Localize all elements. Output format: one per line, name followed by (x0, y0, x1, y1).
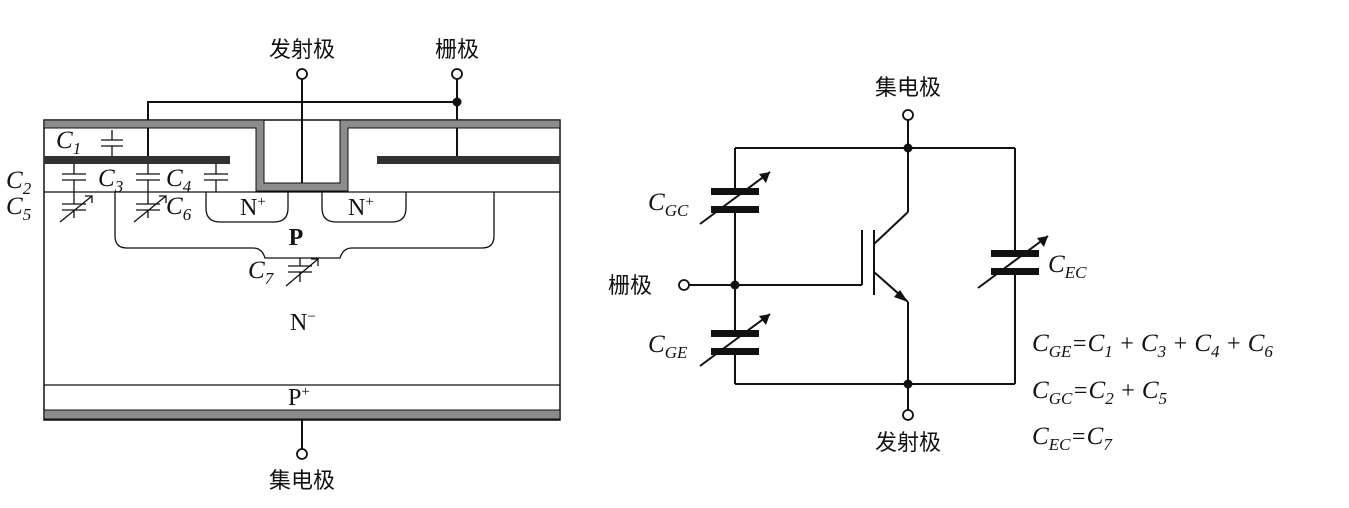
emitter-bottom-label: 发射极 (875, 431, 941, 456)
nplus-right-label: N+ (348, 194, 374, 221)
collector-bottom-label: 集电极 (269, 469, 335, 494)
cgc-plate-bottom (711, 206, 759, 213)
gate-input-terminal (678, 279, 690, 291)
nplus-well-right (321, 192, 407, 223)
equation-cec: CEC=C7 (1032, 423, 1113, 454)
cec-plate-top (991, 250, 1039, 257)
cgc-arrow-head (759, 172, 770, 183)
gate-input-label: 栅极 (608, 274, 652, 299)
nplus-left-label: N+ (240, 194, 266, 221)
capacitor-c2-symbol (62, 164, 86, 192)
nminus-label: N− (290, 309, 316, 336)
emitter-node-terminal (902, 409, 914, 421)
c6-label: C6 (166, 193, 192, 224)
cec-plate-bottom (991, 268, 1039, 275)
collector-metal (43, 409, 561, 420)
c7-label: C7 (248, 257, 275, 288)
collector-terminal (296, 448, 308, 460)
c1-label: C1 (56, 127, 81, 158)
igbt-cross-section: 发射极 栅极 N+ N+ P N− P+ 集 (6, 38, 561, 494)
gate-top-label: 栅极 (435, 38, 479, 63)
equation-cgc: CGC=C2+C5 (1032, 377, 1167, 408)
cge-plate-bottom (711, 348, 759, 355)
igbt-transistor-symbol (861, 148, 909, 384)
collector-top-label: 集电极 (875, 76, 941, 101)
cge-plate-top (711, 330, 759, 337)
cgc-label: CGC (648, 189, 689, 220)
gate-terminal (451, 68, 463, 80)
cec-arrow-head (1037, 236, 1048, 247)
c2-label: C2 (6, 167, 32, 198)
gate-poly-left (44, 156, 230, 164)
c4-label: C4 (166, 165, 192, 196)
collector-node-terminal (902, 109, 914, 121)
capacitor-c3-symbol (136, 164, 160, 192)
gate-poly-right (377, 156, 560, 164)
cgc-variable-arrow (699, 171, 771, 225)
capacitor-c6-symbol (133, 192, 167, 223)
c5-label: C5 (6, 193, 31, 224)
cec-variable-arrow (977, 235, 1049, 289)
p-body-outline (114, 192, 495, 259)
nplus-well-left (205, 192, 289, 223)
cge-label: CGE (648, 331, 688, 362)
capacitor-c4-symbol (204, 164, 228, 192)
emitter-top-label: 发射极 (269, 38, 335, 63)
cge-arrow-head (759, 314, 770, 325)
cge-variable-arrow (699, 313, 771, 367)
capacitor-c1-symbol (101, 130, 123, 156)
p-body-label: P (289, 225, 304, 251)
cgc-plate-top (711, 188, 759, 195)
pplus-label: P+ (288, 384, 310, 411)
capacitor-c7-symbol (285, 258, 319, 287)
emitter-metal (43, 119, 561, 192)
igbt-equivalent-circuit: 集电极 CGC CGE 栅极 (608, 76, 1087, 456)
equation-cge: CGE=C1+C3+C4+C6 (1032, 330, 1273, 361)
capacitor-c5-symbol (59, 192, 93, 223)
c3-label: C3 (98, 165, 123, 196)
emitter-terminal (296, 68, 308, 80)
capacitance-equations: CGE=C1+C3+C4+C6 CGC=C2+C5 CEC=C7 (1032, 330, 1273, 454)
gate-wire (147, 101, 457, 156)
cec-label: CEC (1048, 251, 1087, 282)
